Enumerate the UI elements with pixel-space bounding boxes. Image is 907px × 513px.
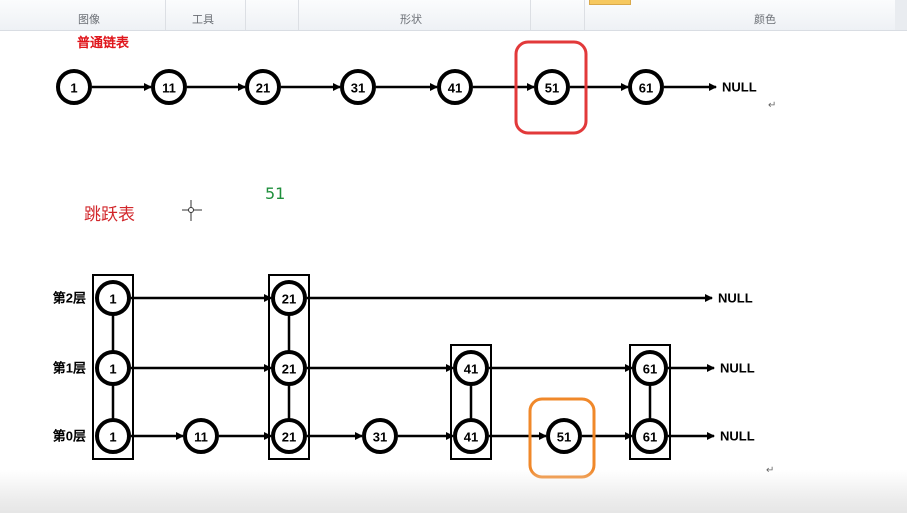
ribbon-group-colors[interactable]: 颜色 bbox=[584, 0, 895, 30]
skip-node-51: 51 bbox=[546, 418, 582, 454]
node-circle bbox=[453, 350, 489, 386]
ribbon-group-label: 形状 bbox=[400, 13, 422, 26]
level-label: 第2层 bbox=[53, 291, 86, 306]
ribbon-active-highlight bbox=[589, 0, 631, 5]
node-circle bbox=[546, 418, 582, 454]
node-value: 51 bbox=[545, 81, 559, 96]
skip-node-1: 1 bbox=[95, 350, 131, 386]
highlight-layer bbox=[514, 40, 596, 479]
skip-node-21: 21 bbox=[271, 350, 307, 386]
node-circle bbox=[340, 69, 376, 105]
node-value: 41 bbox=[464, 362, 478, 377]
null-label: NULL bbox=[720, 429, 755, 444]
plain-list-title: 普通链表 bbox=[77, 36, 130, 51]
skip-node-1: 1 bbox=[95, 280, 131, 316]
node-circle bbox=[632, 350, 668, 386]
skip-node-21: 21 bbox=[271, 418, 307, 454]
skip-node-41: 41 bbox=[453, 418, 489, 454]
level-label: 第1层 bbox=[53, 361, 86, 376]
null-label: NULL bbox=[722, 80, 757, 95]
node-circle bbox=[245, 69, 281, 105]
plain-node-11: 11 bbox=[151, 69, 187, 105]
plain-node-21: 21 bbox=[245, 69, 281, 105]
paragraph-mark-icon: ↵ bbox=[768, 100, 776, 111]
skip-node-31: 31 bbox=[362, 418, 398, 454]
node-value: 11 bbox=[194, 430, 208, 445]
plain-highlight-box bbox=[514, 40, 588, 135]
node-circle bbox=[453, 418, 489, 454]
node-value: 21 bbox=[282, 362, 296, 377]
node-value: 11 bbox=[162, 81, 176, 96]
skip-node-21: 21 bbox=[271, 280, 307, 316]
null-label: NULL bbox=[720, 361, 755, 376]
node-circle bbox=[56, 69, 92, 105]
skip-node-1: 1 bbox=[95, 418, 131, 454]
skip-list-title: 跳跃表 bbox=[84, 205, 135, 225]
node-value: 61 bbox=[643, 362, 657, 377]
node-circle bbox=[271, 418, 307, 454]
node-value: 31 bbox=[373, 430, 387, 445]
tower-box-61 bbox=[629, 344, 671, 460]
node-circle bbox=[95, 418, 131, 454]
node-value: 31 bbox=[351, 81, 365, 96]
node-value: 1 bbox=[109, 430, 116, 445]
ribbon-group-label: 图像 bbox=[78, 13, 100, 26]
node-circle bbox=[628, 69, 664, 105]
skip-node-11: 11 bbox=[183, 418, 219, 454]
node-circle bbox=[183, 418, 219, 454]
skip-node-61: 61 bbox=[632, 350, 668, 386]
ribbon-group-image[interactable]: 图像 bbox=[0, 0, 166, 30]
level-label: 第0层 bbox=[53, 429, 86, 444]
node-value: 61 bbox=[643, 430, 657, 445]
node-circle bbox=[151, 69, 187, 105]
node-value: 61 bbox=[639, 81, 653, 96]
plain-node-31: 31 bbox=[340, 69, 376, 105]
bottom-shadow-bar bbox=[0, 470, 907, 513]
skip-node-61: 61 bbox=[632, 418, 668, 454]
node-value: 21 bbox=[282, 430, 296, 445]
node-circle bbox=[271, 350, 307, 386]
search-target-value: 51 bbox=[265, 184, 286, 203]
plain-node-51: 51 bbox=[534, 69, 570, 105]
node-value: 51 bbox=[557, 430, 571, 445]
null-label: NULL bbox=[718, 291, 753, 306]
node-circle bbox=[534, 69, 570, 105]
ribbon-group-label: 颜色 bbox=[754, 13, 776, 26]
node-circle bbox=[362, 418, 398, 454]
ribbon-group-tools[interactable]: 工具 bbox=[165, 0, 246, 30]
node-circle bbox=[632, 418, 668, 454]
node-circle bbox=[95, 350, 131, 386]
node-value: 41 bbox=[448, 81, 462, 96]
plain-node-61: 61 bbox=[628, 69, 664, 105]
skip-node-41: 41 bbox=[453, 350, 489, 386]
node-circle bbox=[437, 69, 473, 105]
crosshair-cursor-icon bbox=[182, 200, 202, 221]
node-value: 1 bbox=[70, 81, 77, 96]
node-value: 1 bbox=[109, 292, 116, 307]
ribbon-toolbar: 图像 工具 形状 颜色 bbox=[0, 0, 907, 31]
node-circle bbox=[271, 280, 307, 316]
node-value: 21 bbox=[282, 292, 296, 307]
node-value: 1 bbox=[109, 362, 116, 377]
node-value: 21 bbox=[256, 81, 270, 96]
ribbon-group-spacer bbox=[530, 0, 585, 30]
ribbon-group-shapes[interactable]: 形状 bbox=[298, 0, 531, 30]
tower-box-41 bbox=[450, 344, 492, 460]
node-circle bbox=[95, 280, 131, 316]
ribbon-scrollbar[interactable] bbox=[895, 0, 907, 30]
arrow-layer bbox=[92, 83, 717, 440]
plain-node-41: 41 bbox=[437, 69, 473, 105]
ribbon-group-label: 工具 bbox=[192, 13, 214, 26]
node-value: 41 bbox=[464, 430, 478, 445]
plain-node-1: 1 bbox=[56, 69, 92, 105]
ribbon-group-spacer bbox=[245, 0, 299, 30]
